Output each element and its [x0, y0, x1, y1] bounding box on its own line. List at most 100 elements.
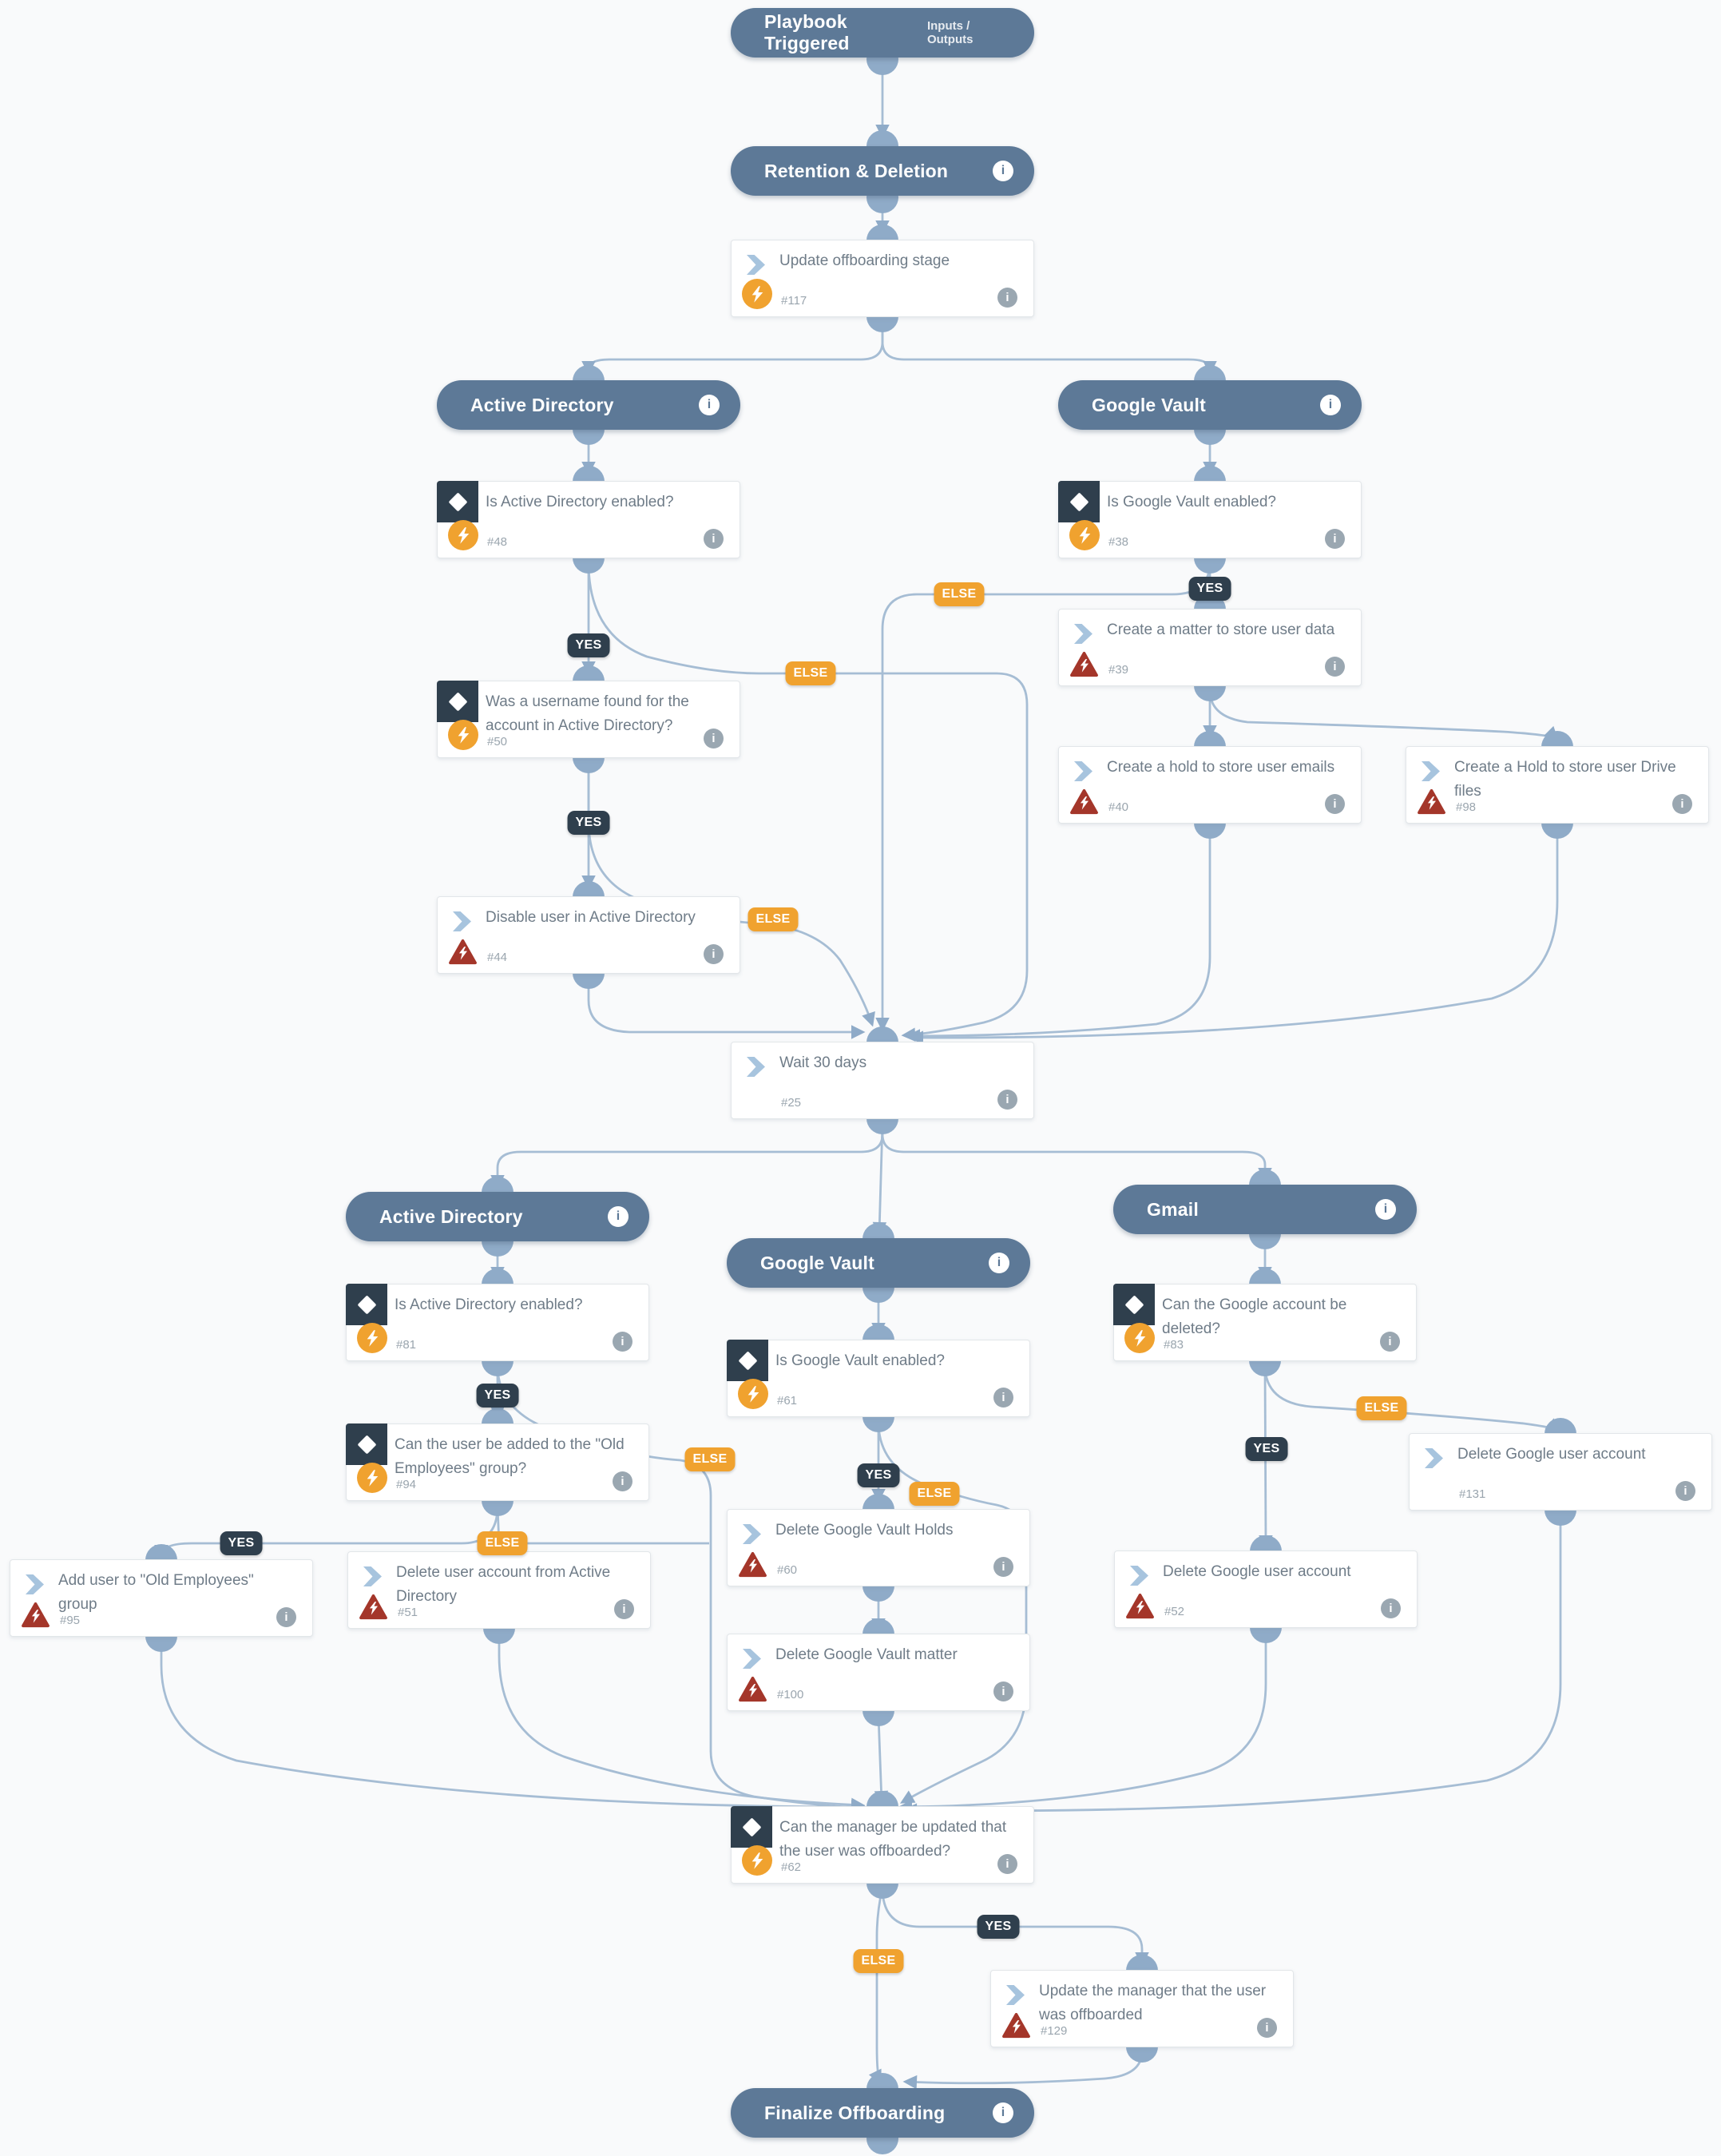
header-google-vault-1[interactable]: Google Vault i — [1058, 380, 1362, 430]
info-icon[interactable]: i — [276, 1607, 296, 1627]
info-icon[interactable]: i — [1675, 1481, 1695, 1501]
info-icon[interactable]: i — [997, 288, 1017, 308]
task-title: Create a matter to store user data — [1107, 621, 1335, 638]
error-triangle-icon — [738, 1551, 767, 1578]
task-title: Update the manager that the user was off… — [1039, 1983, 1267, 2023]
task-title: Is Google Vault enabled? — [775, 1352, 945, 1369]
header-title: Google Vault — [1092, 394, 1206, 415]
task-update-manager[interactable]: Update the manager that the user was off… — [990, 1970, 1294, 2047]
task-add-old-employees[interactable]: Add user to "Old Employees" group #95 i — [10, 1559, 313, 1637]
info-icon[interactable]: i — [1380, 1332, 1400, 1352]
info-icon[interactable]: i — [1325, 657, 1345, 677]
condition-can-update-manager[interactable]: Can the manager be updated that the user… — [731, 1806, 1034, 1884]
error-triangle-icon — [738, 1676, 767, 1702]
branch-badge-else: ELSE — [934, 582, 985, 606]
task-delete-gv-matter[interactable]: Delete Google Vault matter #100 i — [727, 1634, 1030, 1711]
task-id: #62 — [781, 1860, 802, 1874]
header-title: Retention & Deletion — [764, 160, 949, 181]
branch-badge-yes: YES — [567, 633, 610, 657]
header-gmail[interactable]: Gmail i — [1113, 1185, 1417, 1234]
task-title: Can the manager be updated that the user… — [779, 1819, 1007, 1860]
task-disable-user-ad[interactable]: Disable user in Active Directory #44 i — [437, 896, 740, 974]
task-create-hold-emails[interactable]: Create a hold to store user emails #40 i — [1058, 746, 1362, 824]
task-delete-google-account-yes[interactable]: Delete Google user account #52 i — [1114, 1550, 1418, 1628]
info-icon[interactable]: i — [704, 529, 724, 549]
task-delete-gv-holds[interactable]: Delete Google Vault Holds #60 i — [727, 1509, 1030, 1586]
error-triangle-icon — [1125, 1593, 1155, 1619]
condition-is-gv-enabled-2[interactable]: Is Google Vault enabled? #61 i — [727, 1340, 1030, 1417]
info-icon[interactable]: i — [993, 2102, 1013, 2123]
info-icon[interactable]: i — [704, 944, 724, 964]
info-icon[interactable]: i — [608, 1206, 629, 1227]
info-icon[interactable]: i — [993, 161, 1013, 181]
condition-can-delete-google[interactable]: Can the Google account be deleted? #83 i — [1113, 1284, 1417, 1361]
task-id: #94 — [396, 1478, 417, 1491]
automation-lightning-icon — [357, 1463, 387, 1493]
task-id: #50 — [487, 735, 508, 748]
task-delete-google-account-else[interactable]: Delete Google user account #131 i — [1409, 1433, 1712, 1511]
header-title: Gmail — [1147, 1198, 1199, 1220]
info-icon[interactable]: i — [1375, 1199, 1396, 1220]
action-chevron-icon — [1006, 1985, 1025, 2005]
action-chevron-icon — [747, 255, 765, 275]
task-create-hold-drive[interactable]: Create a Hold to store user Drive files … — [1406, 746, 1709, 824]
action-chevron-icon — [743, 1524, 761, 1544]
info-icon[interactable]: i — [1325, 794, 1345, 814]
task-title: Is Active Directory enabled? — [395, 1296, 583, 1313]
header-retention-deletion[interactable]: Retention & Deletion i — [731, 146, 1034, 196]
error-triangle-icon — [1001, 2012, 1031, 2039]
task-title: Delete Google user account — [1163, 1563, 1351, 1580]
info-icon[interactable]: i — [704, 729, 724, 748]
condition-can-add-old-employees[interactable]: Can the user be added to the "Old Employ… — [346, 1423, 649, 1501]
info-icon[interactable]: i — [699, 395, 720, 415]
info-icon[interactable]: i — [997, 1090, 1017, 1110]
info-icon[interactable]: i — [993, 1557, 1013, 1577]
task-id: #40 — [1108, 800, 1129, 814]
task-update-offboarding-stage[interactable]: Update offboarding stage #117 i — [731, 240, 1034, 317]
task-id: #44 — [487, 951, 508, 964]
header-active-directory-2[interactable]: Active Directory i — [346, 1192, 649, 1241]
info-icon[interactable]: i — [1381, 1598, 1401, 1618]
branch-badge-yes: YES — [220, 1531, 263, 1555]
task-id: #98 — [1456, 800, 1477, 814]
condition-is-gv-enabled-1[interactable]: Is Google Vault enabled? #38 i — [1058, 481, 1362, 558]
header-google-vault-2[interactable]: Google Vault i — [727, 1238, 1030, 1288]
info-icon[interactable]: i — [1325, 529, 1345, 549]
info-icon[interactable]: i — [993, 1682, 1013, 1701]
condition-diamond-icon — [437, 481, 478, 522]
header-finalize-offboarding[interactable]: Finalize Offboarding i — [731, 2088, 1034, 2138]
error-triangle-icon — [1069, 651, 1099, 677]
task-title: Add user to "Old Employees" group — [58, 1572, 254, 1613]
info-icon[interactable]: i — [1320, 395, 1341, 415]
task-create-matter[interactable]: Create a matter to store user data #39 i — [1058, 609, 1362, 686]
automation-lightning-icon — [1124, 1323, 1155, 1353]
info-icon[interactable]: i — [613, 1332, 632, 1352]
automation-lightning-icon — [738, 1379, 768, 1409]
condition-username-found[interactable]: Was a username found for the account in … — [437, 681, 740, 758]
branch-badge-else: ELSE — [477, 1531, 528, 1555]
info-icon[interactable]: i — [1672, 794, 1692, 814]
task-delete-ad-account[interactable]: Delete user account from Active Director… — [347, 1551, 651, 1629]
branch-badge-else: ELSE — [909, 1482, 960, 1506]
task-id: #51 — [398, 1606, 418, 1619]
inputs-outputs-link[interactable]: Inputs / Outputs — [926, 19, 974, 46]
branch-badge-else: ELSE — [1356, 1396, 1407, 1420]
info-icon[interactable]: i — [989, 1253, 1009, 1273]
action-chevron-icon — [743, 1649, 761, 1669]
info-icon[interactable]: i — [613, 1471, 632, 1491]
task-id: #131 — [1459, 1487, 1486, 1501]
task-title: Wait 30 days — [779, 1054, 867, 1071]
task-wait-30-days[interactable]: Wait 30 days #25 i — [731, 1042, 1034, 1119]
info-icon[interactable]: i — [993, 1388, 1013, 1408]
info-icon[interactable]: i — [1257, 2018, 1277, 2038]
info-icon[interactable]: i — [614, 1599, 634, 1619]
automation-lightning-icon — [1069, 520, 1100, 550]
branch-badge-else: ELSE — [684, 1447, 736, 1471]
condition-is-ad-enabled-1[interactable]: Is Active Directory enabled? #48 i — [437, 481, 740, 558]
header-active-directory-1[interactable]: Active Directory i — [437, 380, 740, 430]
info-icon[interactable]: i — [997, 1854, 1017, 1874]
header-title: Playbook Triggered — [764, 11, 850, 54]
task-id: #81 — [396, 1338, 417, 1352]
condition-is-ad-enabled-2[interactable]: Is Active Directory enabled? #81 i — [346, 1284, 649, 1361]
header-playbook-triggered[interactable]: Playbook Triggered Inputs / Outputs — [731, 8, 1034, 58]
